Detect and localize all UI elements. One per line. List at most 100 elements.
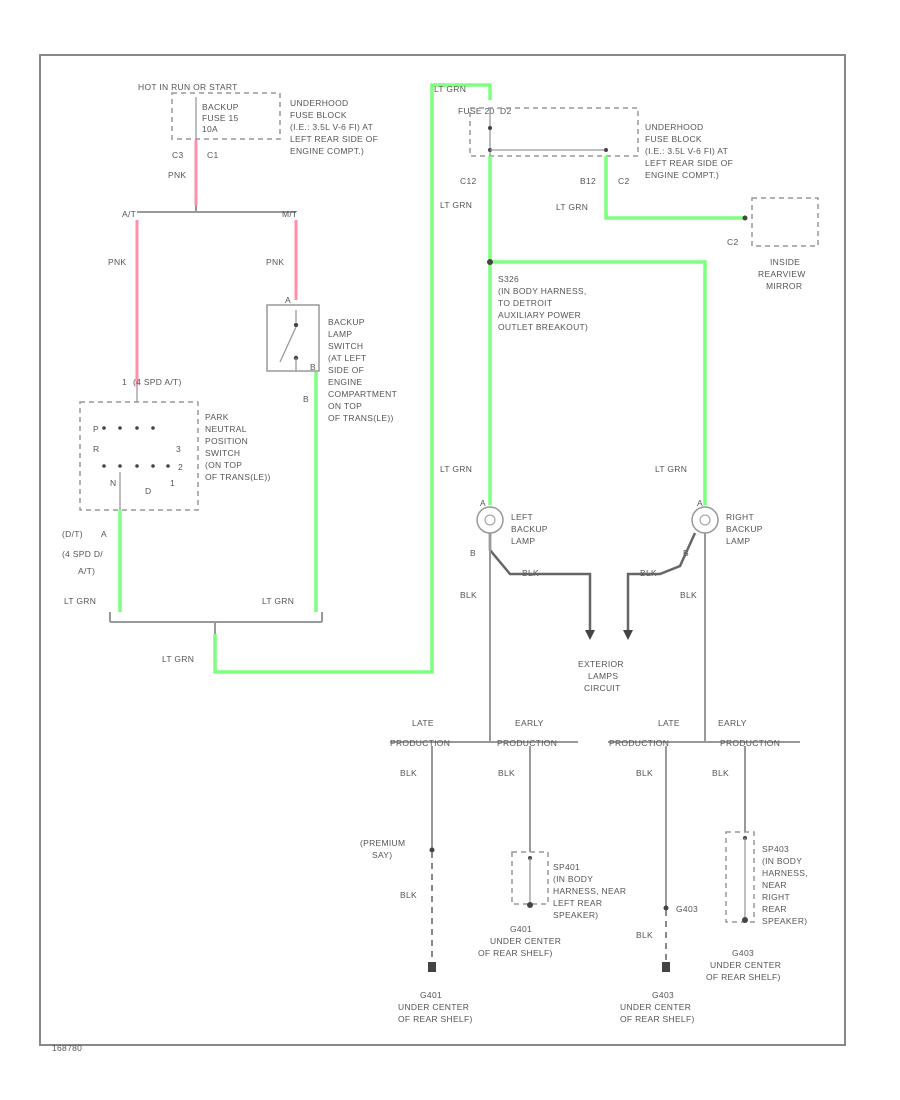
g403-line-1: G403	[652, 990, 674, 1000]
left-lamp-line-1: LEFT	[511, 512, 533, 522]
right-backup-lamp: A RIGHT BACKUP LAMP B BLK BLK	[640, 498, 763, 600]
g403-line-3: OF REAR SHELF)	[620, 1014, 695, 1024]
blk-label-4: BLK	[636, 768, 653, 778]
right-fuse-block-outline	[469, 107, 639, 157]
backup-switch-line-1: BACKUP	[328, 317, 365, 327]
left-fuse-location-4: LEFT REAR SIDE OF	[290, 134, 378, 144]
connector-c2-fuse: C2	[618, 176, 629, 186]
backup-switch-line-6: ENGINE	[328, 377, 362, 387]
ground-g403-late: BLK G403 BLK G403 UNDER CENTER OF REAR S…	[620, 746, 698, 1024]
lt-grn-switch-left: LT GRN	[64, 596, 96, 606]
splice-s326-dot	[487, 259, 493, 265]
lt-grn-bottom: LT GRN	[162, 654, 194, 664]
pnp-contact-d: D	[145, 486, 151, 496]
sp401-line-1: SP401	[553, 862, 580, 872]
inside-rearview-mirror: C2 INSIDE REARVIEW MIRROR	[727, 197, 819, 291]
left-lamp-line-2: BACKUP	[511, 524, 548, 534]
pnp-contact-1: 1	[170, 478, 175, 488]
park-neutral-switch: 1 (4 SPD A/T) PARK NEUTRAL POSITION SWIT…	[62, 377, 271, 576]
backup-switch-line-3: SWITCH	[328, 341, 363, 351]
lt-grn-left-lamp: LT GRN	[440, 464, 472, 474]
lt-grn-right-lamp: LT GRN	[655, 464, 687, 474]
fuse-15-line-2: FUSE 15	[202, 113, 239, 123]
production-splits	[390, 730, 800, 743]
pnp-line-1: PARK	[205, 412, 229, 422]
left-lamp-blk-down: BLK	[460, 590, 477, 600]
left-fuse-location-1: UNDERHOOD	[290, 98, 348, 108]
connector-c1: C1	[207, 150, 218, 160]
green-wires-right	[487, 156, 707, 505]
early-label-2: EARLY	[718, 718, 747, 728]
left-lamp-ground-wire	[488, 533, 592, 630]
s326-line-2: (IN BODY HARNESS,	[498, 286, 587, 296]
pnk-wire-label-top: PNK	[168, 170, 186, 180]
sp403-line-7: SPEAKER)	[762, 916, 807, 926]
mirror-connector-c2: C2	[727, 237, 738, 247]
backup-switch-line-7: COMPARTMENT	[328, 389, 397, 399]
left-lamp-pin-b: B	[470, 548, 476, 558]
g401-line-3: OF REAR SHELF)	[398, 1014, 473, 1024]
right-lamp-line-1: RIGHT	[726, 512, 754, 522]
left-lamp-bulb	[476, 506, 504, 534]
production-label-3: PRODUCTION	[609, 738, 669, 748]
pnp-line-4: SWITCH	[205, 448, 240, 458]
sp403-line-6: REAR	[762, 904, 787, 914]
sp403-line-2: (IN BODY	[762, 856, 802, 866]
lt-grn-mirror: LT GRN	[556, 202, 588, 212]
backup-switch-line-4: (AT LEFT	[328, 353, 366, 363]
left-lamp-line-3: LAMP	[511, 536, 535, 546]
green-wires-left	[109, 83, 492, 674]
pink-wires	[135, 140, 298, 385]
fuse-pin-d2: D2	[500, 106, 511, 116]
right-fuse-block: FUSE 20 D2 UNDERHOOD FUSE BLOCK (I.E.: 3…	[458, 106, 733, 186]
blk-label-1: BLK	[400, 768, 417, 778]
right-lamp-bulb	[691, 506, 719, 534]
right-lamp-line-2: BACKUP	[726, 524, 763, 534]
s326-line-1: S326	[498, 274, 519, 284]
backup-switch-line-9: OF TRANS(LE))	[328, 413, 394, 423]
g401-line-2: UNDER CENTER	[398, 1002, 469, 1012]
s326-line-4: AUXILIARY POWER	[498, 310, 581, 320]
pnp-line-2: NEUTRAL	[205, 424, 247, 434]
pnp-4spd-bottom-1: (4 SPD D/	[62, 549, 103, 559]
sp401-line-3: HARNESS, NEAR	[553, 886, 626, 896]
pnp-contact-n: N	[110, 478, 116, 488]
pnp-contact-p: P	[93, 424, 99, 434]
s326-line-3: TO DETROIT	[498, 298, 552, 308]
connector-c12: C12	[460, 176, 477, 186]
exterior-line-1: EXTERIOR	[578, 659, 624, 669]
g401b-line-1: G401	[510, 924, 532, 934]
pnp-line-6: OF TRANS(LE))	[205, 472, 271, 482]
right-lamp-blk-down: BLK	[680, 590, 697, 600]
ground-g401-late: BLK (PREMIUM SAY) BLK G401 UNDER CENTER …	[360, 746, 473, 1024]
footer-figure-id: 168780	[52, 1043, 82, 1053]
pnp-4spd-bottom-2: A/T)	[78, 566, 95, 576]
pnp-4spd-label: (4 SPD A/T)	[133, 377, 182, 387]
production-label-4: PRODUCTION	[720, 738, 780, 748]
backup-switch-pin-b: B	[303, 394, 309, 404]
backup-lamp-switch: A B BACKUP LAMP SWITCH (AT LEFT SIDE OF …	[266, 295, 397, 423]
fuse-15-line-1: BACKUP	[202, 102, 239, 112]
sp401-line-5: SPEAKER)	[553, 910, 598, 920]
mt-branch-label: M/T	[282, 209, 298, 219]
sp403-line-5: RIGHT	[762, 892, 790, 902]
late-label-2: LATE	[658, 718, 680, 728]
sp403-line-1: SP403	[762, 844, 789, 854]
blk-label-3: BLK	[498, 768, 515, 778]
pnk-label-left: PNK	[108, 257, 126, 267]
exterior-arrow-left	[585, 630, 595, 640]
pnp-dt-label: (D/T)	[62, 529, 83, 539]
pnp-contact-r: R	[93, 444, 99, 454]
premium-line-1: (PREMIUM	[360, 838, 405, 848]
left-fuse-block: HOT IN RUN OR START BACKUP FUSE 15 10A U…	[138, 82, 378, 180]
sp401-line-4: LEFT REAR	[553, 898, 602, 908]
pnp-line-5: (ON TOP	[205, 460, 242, 470]
pnp-bottom-pin-a: A	[101, 529, 107, 539]
g403-mid-label: G403	[676, 904, 698, 914]
right-lamp-ground-wire	[626, 532, 697, 630]
production-label-1: PRODUCTION	[390, 738, 450, 748]
left-fuse-location-3: (I.E.: 3.5L V-6 FI) AT	[290, 122, 373, 132]
hot-in-run-label: HOT IN RUN OR START	[138, 82, 238, 92]
left-backup-lamp: A LEFT BACKUP LAMP B BLK BLK	[460, 498, 548, 600]
g401b-line-3: OF REAR SHELF)	[478, 948, 553, 958]
